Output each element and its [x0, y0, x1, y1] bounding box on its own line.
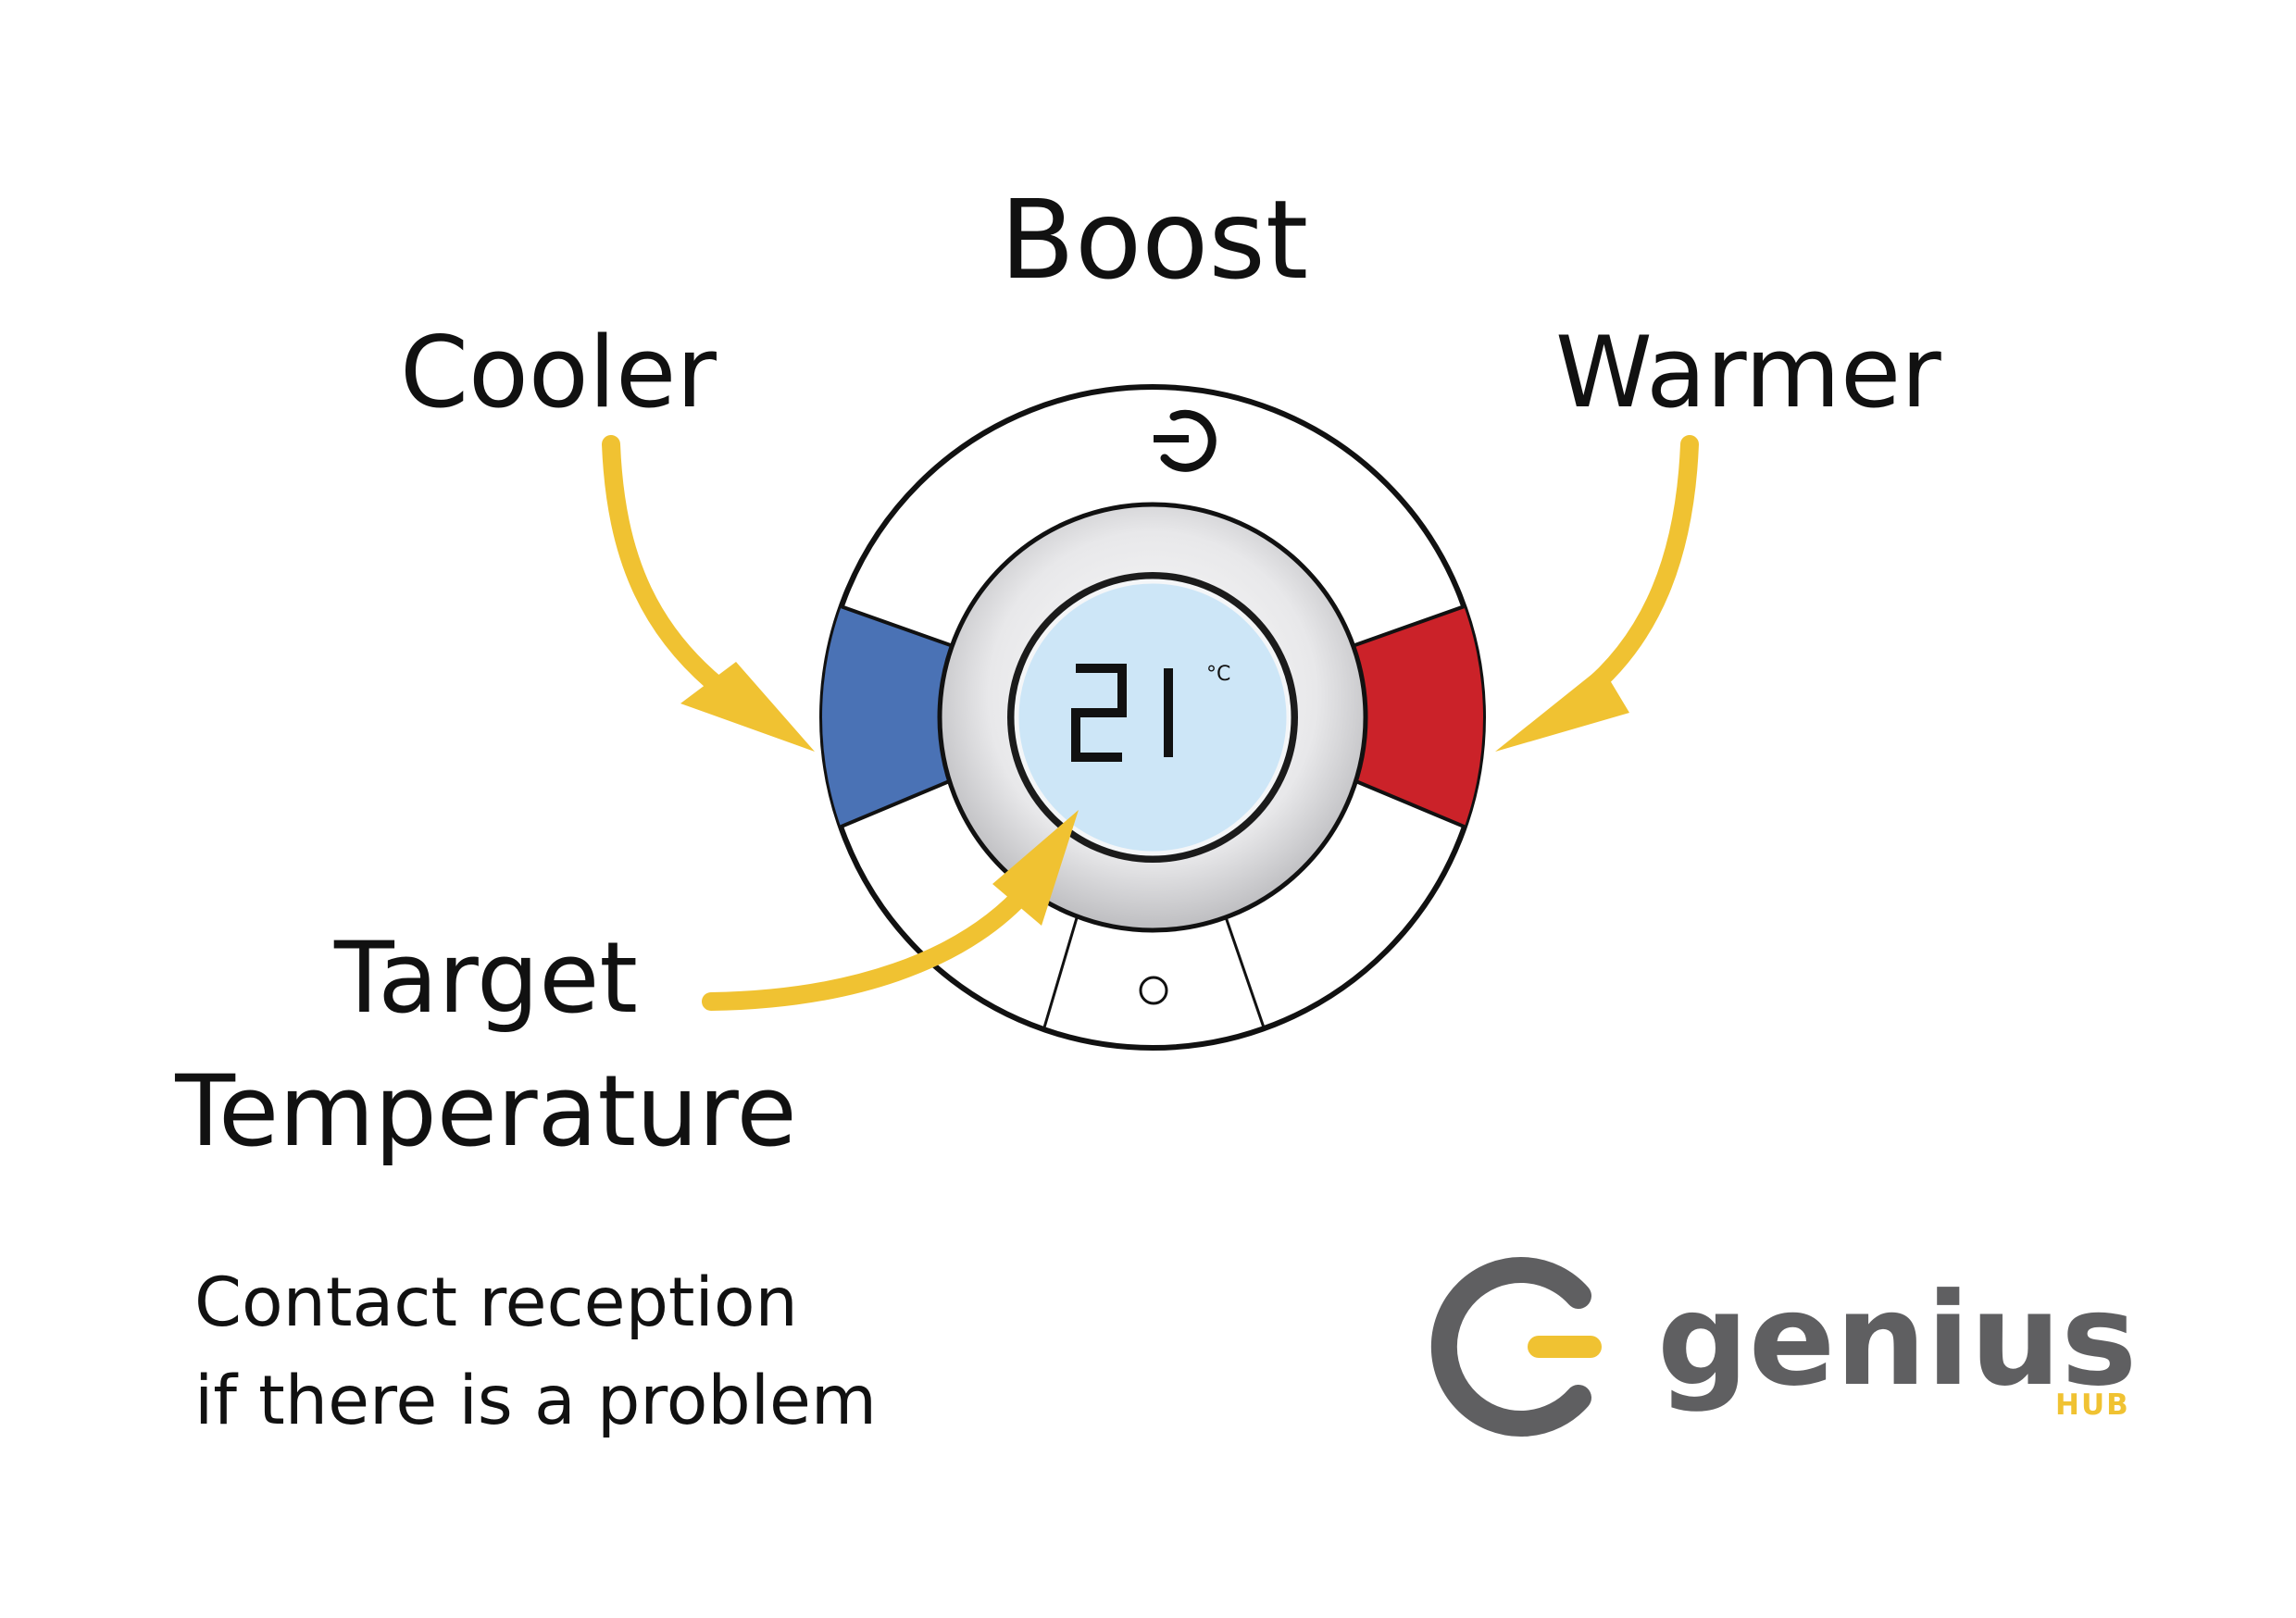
warmer-arrow: [1574, 435, 1699, 703]
contact-line2: if there is a problem: [194, 1361, 878, 1440]
cooler-arrow: [602, 435, 750, 713]
logo-hub-text: HUB: [2055, 1388, 2130, 1422]
arrows: [602, 435, 1699, 1011]
temperature-digits: [1071, 664, 1173, 762]
boost-label: Boost: [1000, 176, 1309, 304]
contact-note: Contact reception if there is a problem: [194, 1254, 877, 1450]
contact-line1: Contact reception: [194, 1263, 798, 1342]
boost-button-icon[interactable]: [1154, 409, 1217, 472]
target-arrow: [702, 879, 1037, 1011]
status-led-icon: [1139, 976, 1168, 1005]
target-label-line1: Target: [334, 921, 638, 1035]
lcd-display: [1014, 579, 1292, 856]
warmer-arrowhead-icon: [1495, 666, 1629, 752]
target-arrowhead-icon: [992, 810, 1079, 926]
temperature-unit: °C: [1206, 663, 1230, 686]
cooler-label: Cooler: [400, 316, 717, 429]
target-label-line2: Temperature: [175, 1054, 797, 1169]
target-temperature-label: Target Temperature: [171, 912, 801, 1178]
genius-logo-icon: [1430, 1257, 1602, 1437]
cooler-arrowhead-icon: [680, 662, 815, 752]
warmer-label: Warmer: [1555, 316, 1941, 429]
logo-brand-text: genius: [1657, 1265, 2137, 1414]
